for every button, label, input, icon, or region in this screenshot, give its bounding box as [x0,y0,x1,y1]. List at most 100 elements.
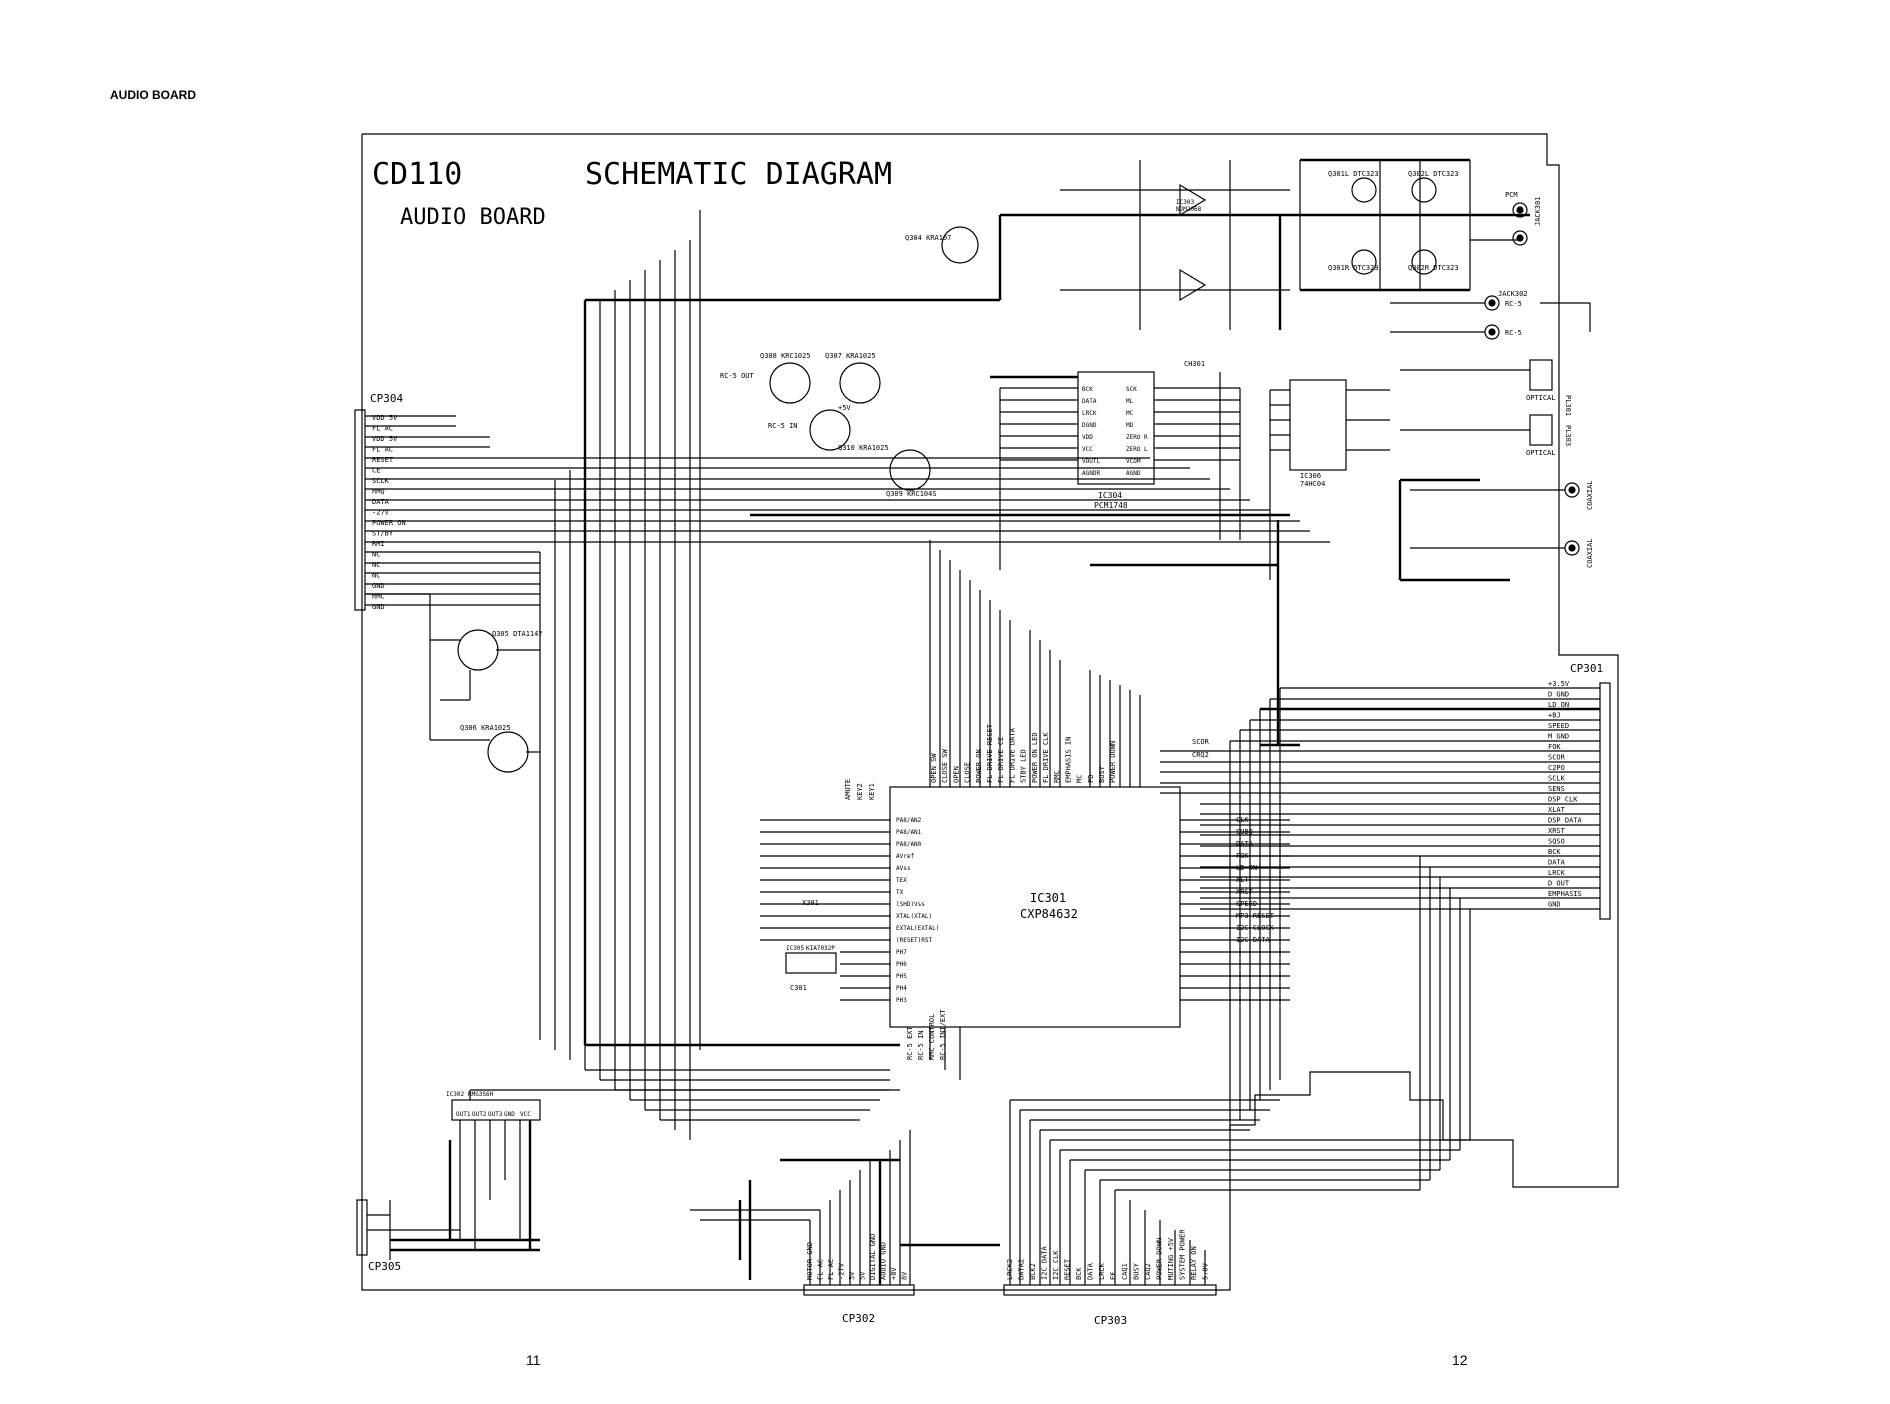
ic302-pin-3: OUT3 [488,1111,503,1118]
cp304-pin-12: ST/BY [372,530,394,538]
cp304-pin-16: NC [372,572,380,580]
pl303-label: PL303 [1564,425,1572,446]
ic302-leads [367,1089,900,1260]
cp303-pin-7: BCK [1075,1267,1083,1280]
q305-label: Q305 DTA114Y [492,630,543,638]
cp303-pin-9: LRCK [1098,1262,1106,1280]
cp301-pin-1: +3.5V [1548,680,1570,688]
ic304-leads [999,372,1241,570]
ic301-top-label-14: MC [1076,775,1084,783]
jack301-label: JACK301 [1534,196,1542,226]
coaxial-1: COAXIAL [1586,480,1594,510]
cp301-pin-13: XLAT [1548,806,1566,814]
cp302-pin-10: 8V [901,1271,909,1280]
ic301-top-label-12: RMC [1053,770,1061,783]
cp-bottom-leads [690,1130,911,1285]
ic305-body [785,952,837,974]
ic301-left-pin-14: PH5 [896,973,907,980]
cp305-connector [356,1199,368,1256]
ic301-bottom-label-2: RC-5 IN [917,1030,925,1060]
c301-label: C301 [790,984,807,992]
transistor-symbols [457,226,979,773]
ic301-left-pin-1: PA8/AN2 [896,817,922,824]
cp301-pin-6: M GND [1548,733,1569,741]
ic301-right-pin-7: XRST [1236,888,1254,896]
ic302-pin-1: OUT1 [456,1111,471,1118]
ic301-left-pin-12: PH7 [896,949,907,956]
bus-right [1229,688,1471,1190]
pl301-label: PL301 [1564,395,1572,416]
optical-2: OPTICAL [1526,449,1556,457]
ic304-left-pin-6: VCC [1082,446,1093,453]
jacks [1390,202,1591,556]
cp303-pin-5: I2C CLK [1052,1250,1060,1280]
ic304-right-pin-7: VCOM [1126,458,1141,465]
cp304-pin-5: RESET [372,456,394,464]
cp302-pin-7: DIGITAL GND [869,1234,877,1280]
optical-1: OPTICAL [1526,394,1556,402]
cp301-pin-18: DATA [1548,859,1566,867]
cp301-pin-12: DSP CLK [1548,796,1578,804]
cp301-connector [1599,682,1611,920]
q306-label: Q306 KRA1025 [460,724,511,732]
ic301-right-leads [1180,819,1290,1001]
ic302-label: IC302 [446,1091,464,1098]
title-text: CD110 [372,157,462,192]
ic301-bottom-label-3: RMC CONTROL [928,1014,936,1060]
ic301-top-label-11: FL DRIVE CLK [1042,732,1050,783]
cp301-pin-22: GND [1548,901,1561,909]
ic304-left-pin-5: VDD [1082,434,1093,441]
page-number-left: 11 [526,1352,541,1368]
cp302-pin-1: MOTOR GND [806,1242,814,1280]
ic301-bottom-label-4: RC-5 INT/EXT [939,1009,947,1060]
q302r-label: Q302R DTC323 [1408,264,1459,272]
cp304-pin-11: POWER ON [372,519,406,527]
cp303-pin-15: MUTING +5V [1167,1237,1175,1280]
ic304-right-pin-5: ZERO R [1126,434,1148,441]
ic301-top-label-17: POWER DOWN [1109,741,1117,783]
cp305-label: CP305 [368,1260,401,1273]
cp304-pin-15: NC [372,561,380,569]
ic305-label: IC305 [786,945,804,952]
cp304-wires [365,415,1330,606]
cp303-pin-1: LRCK2 [1006,1259,1014,1280]
cp304-pin-13: RMI [372,540,385,548]
cp302-pin-3: FL AC [827,1259,835,1280]
page-number-right: 12 [1452,1352,1468,1368]
ic302-pin-5: VCC [520,1111,531,1118]
page-header: AUDIO BOARD [110,88,196,102]
ic-labels: IC301 CXP84632 IC304 PCM1748 IC303 NJM20… [446,199,1325,1098]
key-amute: AMUTE [844,779,852,800]
subtitle-text: AUDIO BOARD [400,205,546,230]
ic301-right-pin-6: XLT [1236,876,1249,884]
cp301-wires [1160,687,1600,910]
misc-labels: RC-5 OUT RC-5 IN +5V CH301 C301 X301 JAC… [460,170,1594,992]
cp303-pin-6: RESET [1064,1258,1072,1280]
ic304-right-pin-4: MD [1126,422,1134,429]
cp304-pin-19: GND [372,603,385,611]
cp302-connector [803,1284,915,1296]
ic303-part: NJM2068 [1176,206,1202,213]
q305-wiring [365,593,540,753]
ic301-right-pin-8: SPEED [1236,900,1257,908]
ch301-label: CH301 [1184,360,1205,368]
cp304-pin-2: FL AC [372,425,393,433]
rc5-jack-b: RC-5 [1505,329,1522,337]
q309-label: Q309 KRC104S [886,490,937,498]
ic306-body [1289,379,1347,471]
cp301-pin-21: EMPHASIS [1548,890,1582,898]
ic302-pin-2: OUT2 [472,1111,487,1118]
ic301-left-pin-9: XTAL(XTAL) [896,913,932,920]
ic301-top-label-13: EMPHASIS IN [1064,737,1072,783]
ic301-left-pin-16: PH3 [896,997,907,1004]
cp303-pin-16: SYSTEM POWER [1179,1229,1187,1280]
bus-left [539,210,890,1140]
cp301-pin-8: SCOR [1548,754,1566,762]
cp303-pin-8: DATA [1087,1262,1095,1280]
cp301-pin-10: SCLK [1548,775,1566,783]
cp304-pin-18: RMC [372,593,385,601]
ic301-top-label-6: FL DRIVE RESET [986,723,994,783]
ic304-right-pin-3: MC [1126,410,1134,417]
